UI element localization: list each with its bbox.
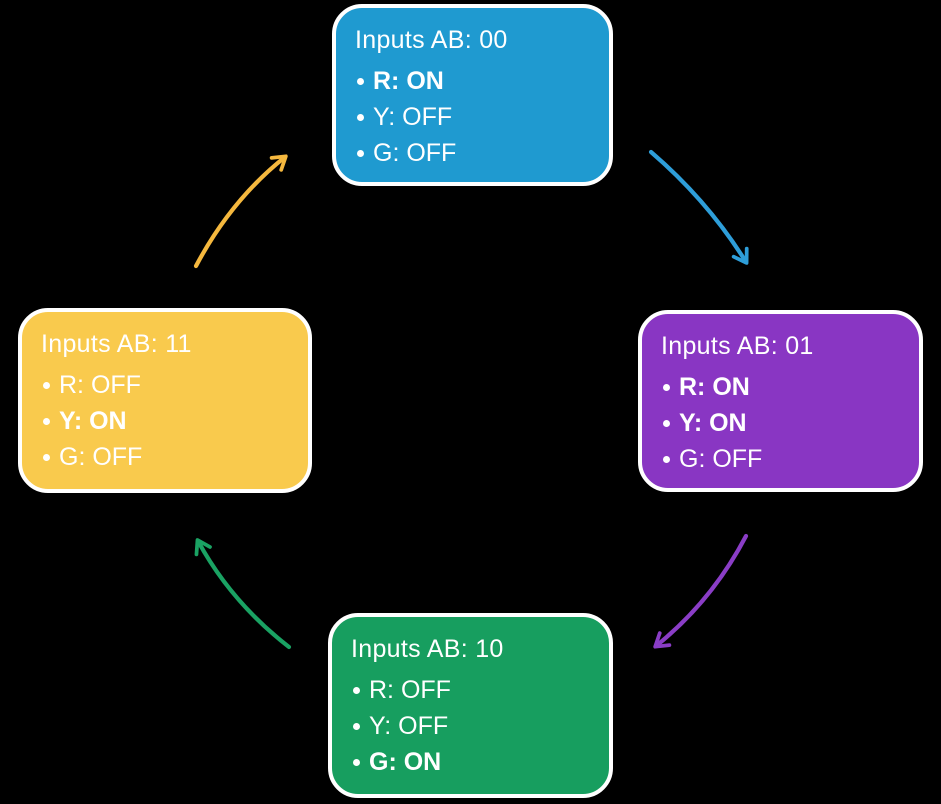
- output-label: Y: ON: [59, 407, 127, 435]
- transition-arrow-11-to-00: [193, 154, 288, 269]
- bullet-icon: [357, 149, 364, 157]
- bullet-icon: [353, 722, 360, 730]
- output-label: G: OFF: [373, 139, 457, 167]
- output-label: G: OFF: [59, 443, 143, 471]
- bullet-icon: [43, 417, 50, 425]
- output-label: G: OFF: [679, 445, 763, 473]
- output-row: Y: OFF: [351, 711, 591, 741]
- state-title: Inputs AB: 01: [661, 332, 814, 360]
- output-row: G: OFF: [661, 444, 901, 474]
- bullet-icon: [43, 381, 50, 389]
- output-label: R: ON: [679, 373, 750, 401]
- state-title: Inputs AB: 10: [351, 635, 504, 663]
- transition-arrow-00-to-01: [648, 149, 749, 265]
- output-row: Y: ON: [41, 406, 290, 436]
- state-title: Inputs AB: 11: [41, 330, 192, 358]
- output-row: R: ON: [661, 372, 901, 402]
- output-row: G: ON: [351, 747, 591, 777]
- state-node-00: Inputs AB: 00 R: ON Y: OFF G: OFF: [332, 4, 613, 186]
- output-label: R: OFF: [369, 676, 451, 704]
- output-label: Y: OFF: [369, 712, 449, 740]
- state-node-11: Inputs AB: 11 R: OFF Y: ON G: OFF: [18, 308, 312, 493]
- output-row: Y: OFF: [355, 102, 591, 132]
- output-row: Y: ON: [661, 408, 901, 438]
- transition-arrow-01-to-10: [653, 533, 749, 649]
- bullet-icon: [663, 419, 670, 427]
- state-title: Inputs AB: 00: [355, 26, 508, 54]
- output-row: R: OFF: [351, 675, 591, 705]
- output-label: Y: OFF: [373, 103, 453, 131]
- bullet-icon: [663, 383, 670, 391]
- state-node-10: Inputs AB: 10 R: OFF Y: OFF G: ON: [328, 613, 613, 798]
- bullet-icon: [353, 758, 360, 766]
- output-row: R: ON: [355, 66, 591, 96]
- output-row: G: OFF: [41, 442, 290, 472]
- bullet-icon: [663, 455, 670, 463]
- state-node-01: Inputs AB: 01 R: ON Y: ON G: OFF: [638, 310, 923, 492]
- output-row: G: OFF: [355, 138, 591, 168]
- output-row: R: OFF: [41, 370, 290, 400]
- output-label: G: ON: [369, 748, 442, 776]
- bullet-icon: [353, 686, 360, 694]
- output-label: R: OFF: [59, 371, 141, 399]
- bullet-icon: [357, 77, 364, 85]
- bullet-icon: [43, 453, 50, 461]
- bullet-icon: [357, 113, 364, 121]
- output-label: R: ON: [373, 67, 444, 95]
- transition-arrow-10-to-11: [194, 538, 292, 650]
- output-label: Y: ON: [679, 409, 747, 437]
